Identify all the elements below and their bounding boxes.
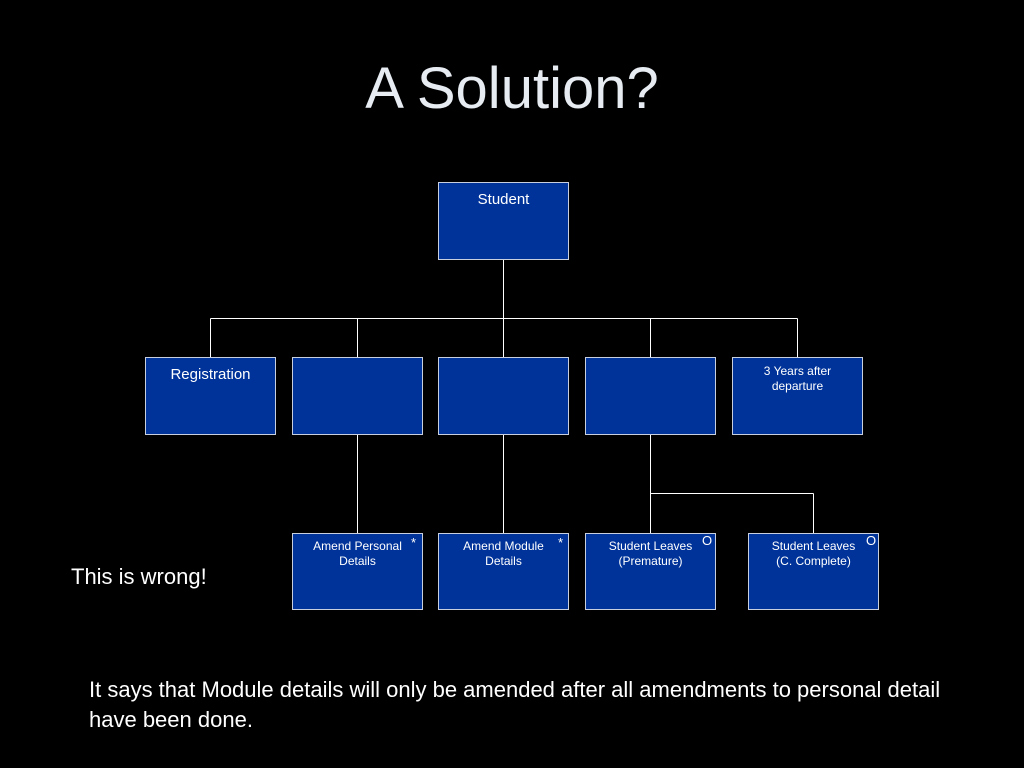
node-amend-module-label: Amend Module Details [463,539,544,568]
node-level1-2 [292,357,423,435]
node-3-years-after-departure: 3 Years after departure [732,357,863,435]
node-leaves-premature-label: Student Leaves (Premature) [608,539,693,568]
selection-marker: O [702,533,713,548]
iteration-marker: * [411,535,417,550]
node-registration: Registration [145,357,276,435]
node-registration-label: Registration [170,366,251,383]
node-amend-personal-label: Amend Personal Details [313,539,402,568]
node-student-leaves-premature: Student Leaves (Premature) [585,533,716,610]
wrong-note: This is wrong! [71,564,207,589]
explanation-note: It says that Module details will only be… [89,677,941,732]
node-level1-4 [585,357,716,435]
node-student-label: Student [477,191,530,208]
node-student: Student [438,182,569,260]
iteration-marker: * [558,535,564,550]
node-amend-module-details: Amend Module Details [438,533,569,610]
node-student-leaves-complete: Student Leaves (C. Complete) [748,533,879,610]
node-level1-3 [438,357,569,435]
node-3-years-label: 3 Years after departure [763,364,832,393]
selection-marker: O [866,533,877,548]
slide-title: A Solution? [365,56,659,121]
node-amend-personal-details: Amend Personal Details [292,533,423,610]
node-leaves-complete-label: Student Leaves (C. Complete) [771,539,856,568]
